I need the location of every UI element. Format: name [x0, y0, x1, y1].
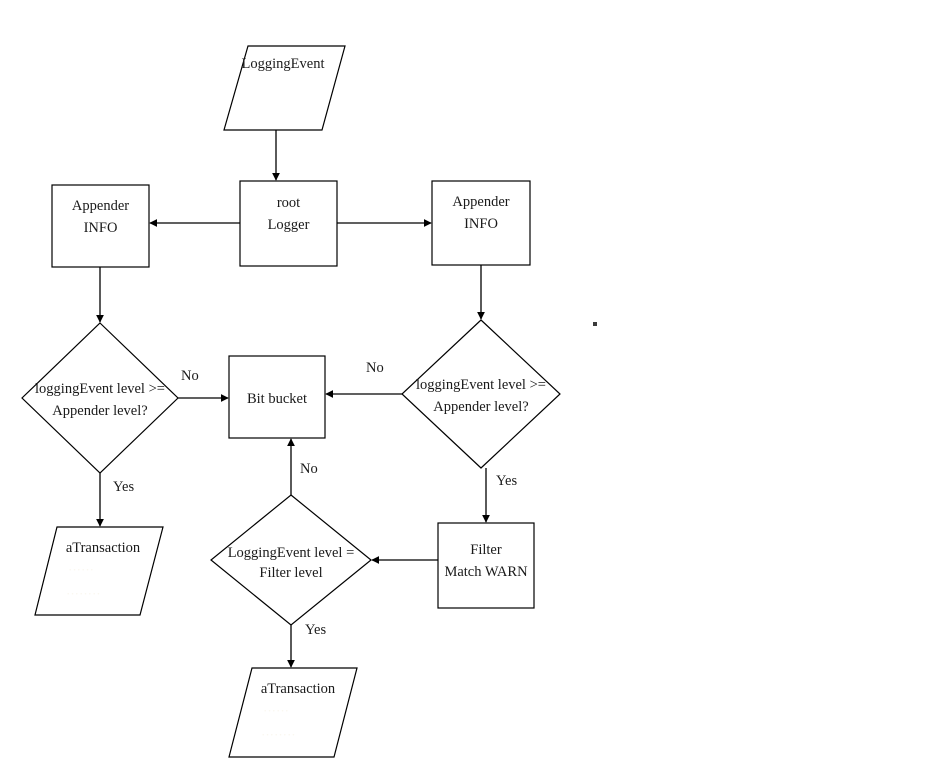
shape-appender-right [431, 180, 531, 266]
shape-transaction-bottom [228, 667, 358, 758]
edge-label-right-no: No [366, 360, 384, 376]
shape-transaction-left [34, 526, 164, 616]
edge-label-bottom-no: No [300, 461, 318, 477]
shape-decision-right [401, 319, 561, 469]
shape-root-logger [239, 180, 338, 267]
edge-label-filter-yes: Yes [305, 622, 327, 638]
shape-bit-bucket [228, 355, 326, 439]
edge-label-left-yes: Yes [113, 479, 135, 495]
shape-logging-event [223, 45, 346, 131]
shape-appender-left [51, 184, 150, 268]
shape-decision-left [21, 322, 179, 474]
stray-dot-artifact [593, 322, 597, 326]
edge-label-right-yes: Yes [496, 473, 518, 489]
shape-filter [437, 522, 535, 609]
edge-label-left-no: No [181, 368, 199, 384]
shape-decision-filter [210, 494, 372, 626]
